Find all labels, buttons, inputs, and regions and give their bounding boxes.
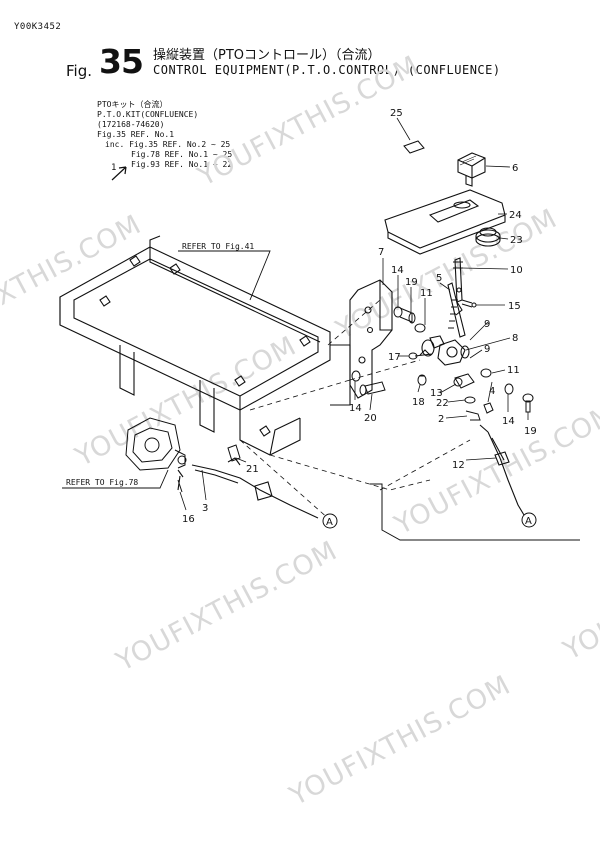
figure-prefix: Fig. bbox=[66, 62, 92, 80]
callout-14a: 14 bbox=[391, 265, 404, 276]
callout-11a: 11 bbox=[420, 288, 433, 299]
callout-5: 5 bbox=[436, 273, 442, 284]
kit-name-jp: PTOキット（合流） bbox=[97, 100, 168, 109]
callout-7: 7 bbox=[378, 247, 384, 258]
callout-1: 1 bbox=[111, 163, 117, 173]
svg-text:A: A bbox=[525, 516, 532, 527]
dashed-guides bbox=[239, 299, 471, 521]
svg-text:YOUFIXTHIS.COM: YOUFIXTHIS.COM bbox=[330, 203, 562, 346]
callout-12: 12 bbox=[452, 460, 465, 471]
callout-2: 2 bbox=[438, 414, 444, 425]
callout-21: 21 bbox=[246, 464, 259, 475]
callout-10: 10 bbox=[510, 265, 523, 276]
callout-18: 18 bbox=[412, 397, 425, 408]
callout-23: 23 bbox=[510, 235, 523, 246]
frame-assembly bbox=[59, 235, 351, 456]
callout-6: 6 bbox=[512, 163, 518, 174]
svg-text:YOUFIXTHIS.COM: YOUFIXTHIS.COM bbox=[110, 535, 342, 678]
guide-plate-24 bbox=[384, 189, 506, 255]
kit-name-en: P.T.O.KIT(CONFLUENCE) bbox=[97, 110, 199, 119]
kit-ref: Fig.35 REF. No.1 bbox=[97, 130, 175, 139]
svg-text:REFER TO Fig.78: REFER TO Fig.78 bbox=[66, 478, 138, 487]
svg-text:A: A bbox=[326, 517, 333, 528]
callout-9a: 9 bbox=[484, 319, 490, 330]
svg-text:REFER TO Fig.41: REFER TO Fig.41 bbox=[182, 242, 254, 251]
refer-fig41: REFER TO Fig.41 bbox=[178, 242, 271, 301]
figure-number: 35 bbox=[99, 42, 144, 81]
callout-20: 20 bbox=[364, 413, 377, 424]
connector-a-right: A bbox=[521, 512, 537, 528]
floor-outline bbox=[370, 483, 580, 541]
callout-14c: 14 bbox=[349, 403, 362, 414]
callout-24: 24 bbox=[509, 210, 522, 221]
callout-numbers: 25 6 24 23 10 15 7 14 19 11 5 9 8 9 17 1… bbox=[182, 108, 537, 525]
callout-19a: 19 bbox=[405, 277, 418, 288]
kit-note: PTOキット（合流） P.T.O.KIT(CONFLUENCE) (172168… bbox=[97, 100, 232, 170]
kit-part-number: (172168-74620) bbox=[97, 120, 165, 129]
cable-12 bbox=[479, 424, 528, 521]
callout-9b: 9 bbox=[484, 344, 490, 355]
svg-text:YOUFIXTHIS.COM: YOUFIXTHIS.COM bbox=[70, 330, 302, 473]
callout-15: 15 bbox=[508, 301, 521, 312]
callout-8: 8 bbox=[512, 333, 518, 344]
hydraulic-pump bbox=[125, 417, 187, 471]
knob-6 bbox=[457, 152, 486, 187]
kit-includes-78: Fig.78 REF. No.1 ~ 25 bbox=[131, 150, 233, 159]
callout-13: 13 bbox=[430, 388, 443, 399]
callout-3: 3 bbox=[202, 503, 208, 514]
leader-lines bbox=[179, 117, 529, 511]
callout-11b: 11 bbox=[507, 365, 520, 376]
callout-14b: 14 bbox=[502, 416, 515, 427]
svg-text:YOUFIXTHIS.COM: YOUFIXTHIS.COM bbox=[389, 398, 600, 541]
document-code: Y00K3452 bbox=[14, 22, 62, 32]
cable-3 bbox=[177, 457, 319, 519]
decal-25 bbox=[403, 140, 425, 154]
title-japanese: 操縦装置（PTOコントロール）（合流） bbox=[153, 48, 381, 63]
svg-text:YOUFIXTHIS.COM: YOUFIXTHIS.COM bbox=[192, 50, 424, 193]
callout-16: 16 bbox=[182, 514, 195, 525]
callout-22: 22 bbox=[436, 398, 449, 409]
title-english: CONTROL EQUIPMENT(P.T.O.CONTROL) (CONFLU… bbox=[153, 63, 501, 77]
refer-fig78: REFER TO Fig.78 bbox=[62, 469, 169, 489]
callout-4: 4 bbox=[489, 386, 495, 397]
kit-includes-93: Fig.93 REF. No.1 ~ 22 bbox=[131, 160, 233, 169]
callout-17: 17 bbox=[388, 352, 401, 363]
callout-25: 25 bbox=[390, 108, 403, 119]
kit-includes-35: inc. Fig.35 REF. No.2 ~ 25 bbox=[105, 140, 231, 149]
svg-text:YOUFIXTHIS.COM: YOUFIXTHIS.COM bbox=[558, 524, 600, 667]
hardware-parts bbox=[177, 299, 534, 493]
lever-assembly bbox=[419, 282, 470, 366]
callout-19b: 19 bbox=[524, 426, 537, 437]
bracket-7 bbox=[349, 279, 393, 399]
kit-arrow bbox=[111, 166, 127, 181]
svg-text:YOUFIXTHIS.COM: YOUFIXTHIS.COM bbox=[284, 669, 516, 812]
svg-text:YOUFIXTHIS.COM: YOUFIXTHIS.COM bbox=[0, 209, 147, 352]
connector-a-lower: A bbox=[322, 513, 338, 529]
